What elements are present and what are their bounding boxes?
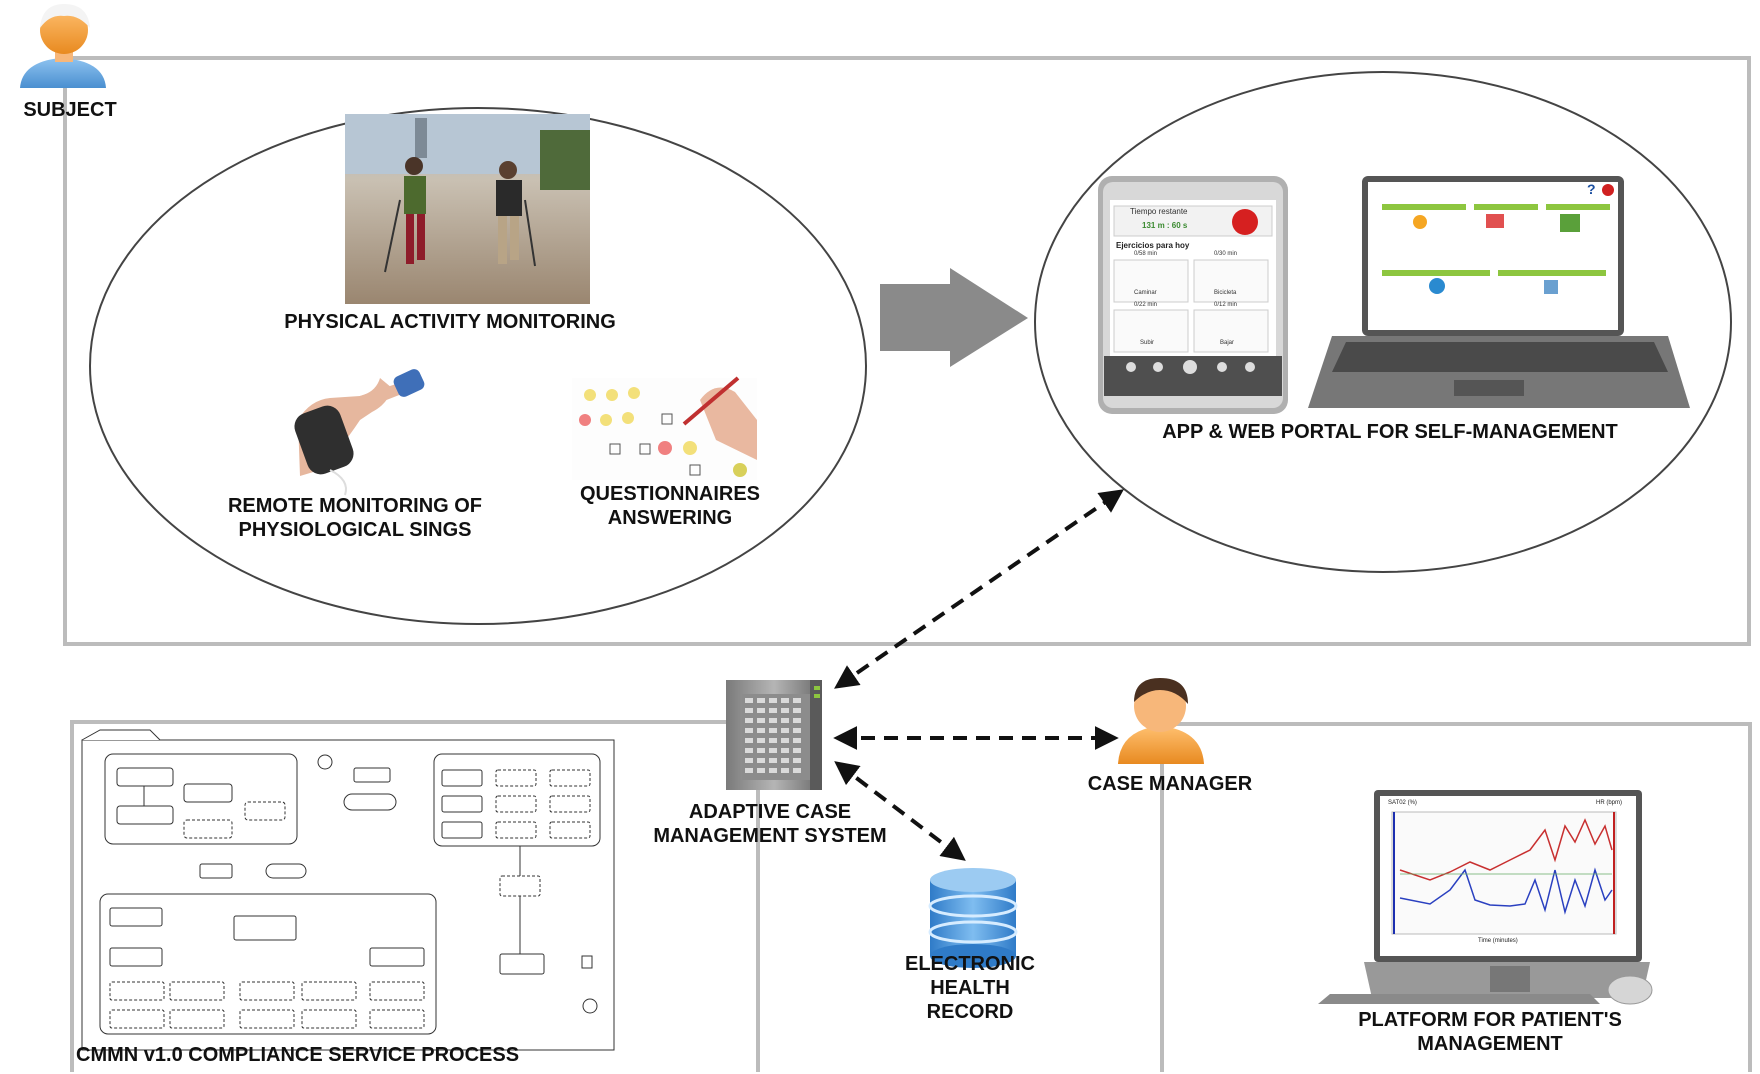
oximeter-icon [294, 369, 425, 496]
desktop-monitor [1318, 790, 1653, 1005]
case-manager-label: CASE MANAGER [1087, 773, 1253, 795]
phone-remaining-value: 131 m : 60 s [1142, 221, 1188, 230]
phone-remaining-label: Tiempo restante [1130, 207, 1188, 216]
chart-left-title: SAT02 (%) [1388, 800, 1417, 806]
phone-tile-name: Bicicleta [1214, 290, 1237, 296]
phone-tile-time: 0/12 min [1214, 302, 1238, 308]
app-portal-label: APP & WEB PORTAL FOR SELF-MANAGEMENT [1162, 421, 1618, 443]
phone-tile-name: Caminar [1134, 290, 1157, 296]
sat-line [1399, 867, 1613, 915]
cmmn-model [81, 729, 615, 1051]
server-icon [726, 680, 822, 790]
phone-tile-name: Subir [1140, 340, 1155, 346]
app-ellipse [1034, 71, 1732, 573]
case-manager-person-icon [1118, 678, 1204, 764]
platform-label: PLATFORM FOR PATIENT'S MANAGEMENT [1358, 1009, 1622, 1055]
questionnaires-label: QUESTIONNAIRES ANSWERING [579, 483, 761, 529]
ehr-label: ELECTRONIC HEALTH RECORD [905, 953, 1035, 1023]
subject-label: SUBJECT [23, 99, 117, 121]
connector-acms-app [834, 489, 1124, 689]
connector-acms-ehr [834, 761, 966, 861]
platform-frame [1160, 722, 1752, 1072]
phone-tile-time: 0/30 min [1214, 251, 1238, 257]
questionnaire-icon [572, 376, 757, 480]
phone-tile-name: Bajar [1220, 340, 1235, 346]
phone-exercises-title: Ejercicios para hoy [1116, 241, 1190, 250]
phone-tile-time: 0/22 min [1134, 302, 1158, 308]
chart-right-title: HR (bpm) [1596, 800, 1623, 806]
flow-arrow [880, 268, 1028, 367]
phone-tile-time: 0/58 min [1134, 251, 1158, 257]
svg-text:?: ? [1587, 181, 1596, 197]
chart-x-axis: Time (minutes) [1478, 938, 1518, 944]
subject-person-icon [20, 4, 106, 88]
phone-device [1098, 176, 1288, 414]
hr-line [1399, 818, 1613, 881]
monitoring-ellipse [89, 107, 867, 625]
acms-label: ADAPTIVE CASE MANAGEMENT SYSTEM [653, 801, 887, 847]
laptop-device: ? [1308, 176, 1690, 408]
remote-monitoring-label: REMOTE MONITORING OF PHYSIOLOGICAL SINGS [227, 495, 483, 541]
cmmn-label: CMMN v1.0 COMPLIANCE SERVICE PROCESS [76, 1044, 520, 1066]
walking-photo [345, 114, 590, 304]
cmmn-frame [70, 720, 760, 1072]
database-icon [928, 868, 1018, 968]
physical-activity-label: PHYSICAL ACTIVITY MONITORING [284, 311, 616, 333]
